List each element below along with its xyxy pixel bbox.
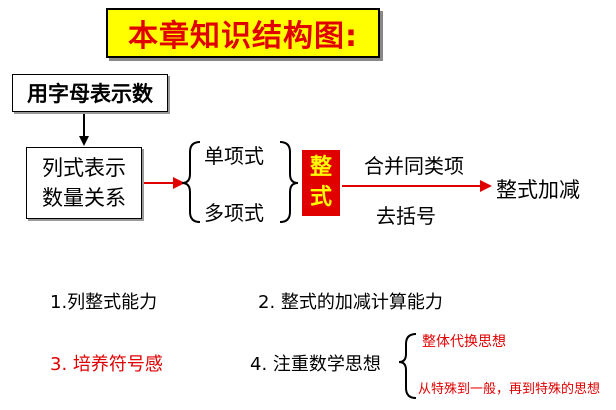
idea-2: 从特殊到一般，再到特殊的思想 [418, 382, 601, 397]
node-remove-brackets: 去括号 [376, 204, 436, 228]
ability-4: 4. 注重数学思想 [250, 354, 381, 375]
node-monomial: 单项式 [204, 144, 264, 168]
ability-3: 3. 培养符号感 [50, 354, 163, 375]
node-zhengshi-line1: 整 [309, 155, 332, 180]
node-combine-like-terms: 合并同类项 [364, 154, 464, 178]
node-list-expression-line2: 数量关系 [42, 186, 126, 210]
brace-right [279, 141, 299, 223]
node-add-subtract: 整式加减 [496, 178, 580, 202]
ability-1: 1.列整式能力 [50, 292, 158, 313]
brace-ideas [398, 333, 417, 399]
node-list-expression: 列式表示 数量关系 [26, 147, 142, 219]
idea-1: 整体代换思想 [422, 334, 506, 350]
node-zhengshi: 整 式 [302, 150, 340, 216]
node-zhengshi-line2: 式 [309, 185, 332, 210]
node-letters: 用字母表示数 [12, 74, 168, 112]
ability-2: 2. 整式的加减计算能力 [258, 292, 443, 313]
page-title: 本章知识结构图: [106, 8, 380, 58]
node-list-expression-line1: 列式表示 [42, 156, 126, 180]
node-polynomial: 多项式 [204, 201, 264, 225]
brace-left [181, 141, 201, 223]
